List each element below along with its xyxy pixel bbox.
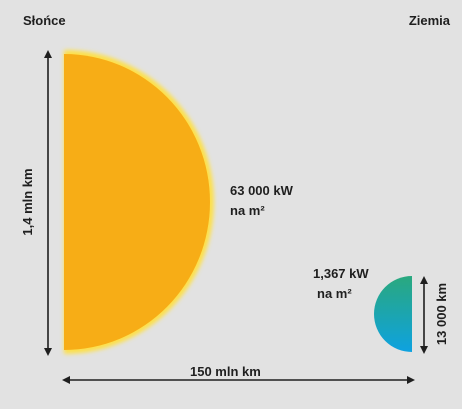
sun-flux-unit: na m²	[230, 203, 265, 218]
sun-flux-value: 63 000 kW	[230, 183, 293, 198]
earth-flux-value: 1,367 kW	[313, 266, 369, 281]
sun-half-disc	[64, 50, 214, 354]
earth-title: Ziemia	[408, 13, 450, 28]
earth-flux-unit: na m²	[317, 286, 352, 301]
sun-diameter-label: 1,4 mln km	[20, 168, 35, 236]
sun-title: Słońce	[23, 13, 66, 28]
earth-diameter-label: 13 000 km	[434, 282, 449, 346]
earth-half-disc	[374, 276, 412, 352]
distance-label: 150 mln km	[190, 364, 261, 379]
